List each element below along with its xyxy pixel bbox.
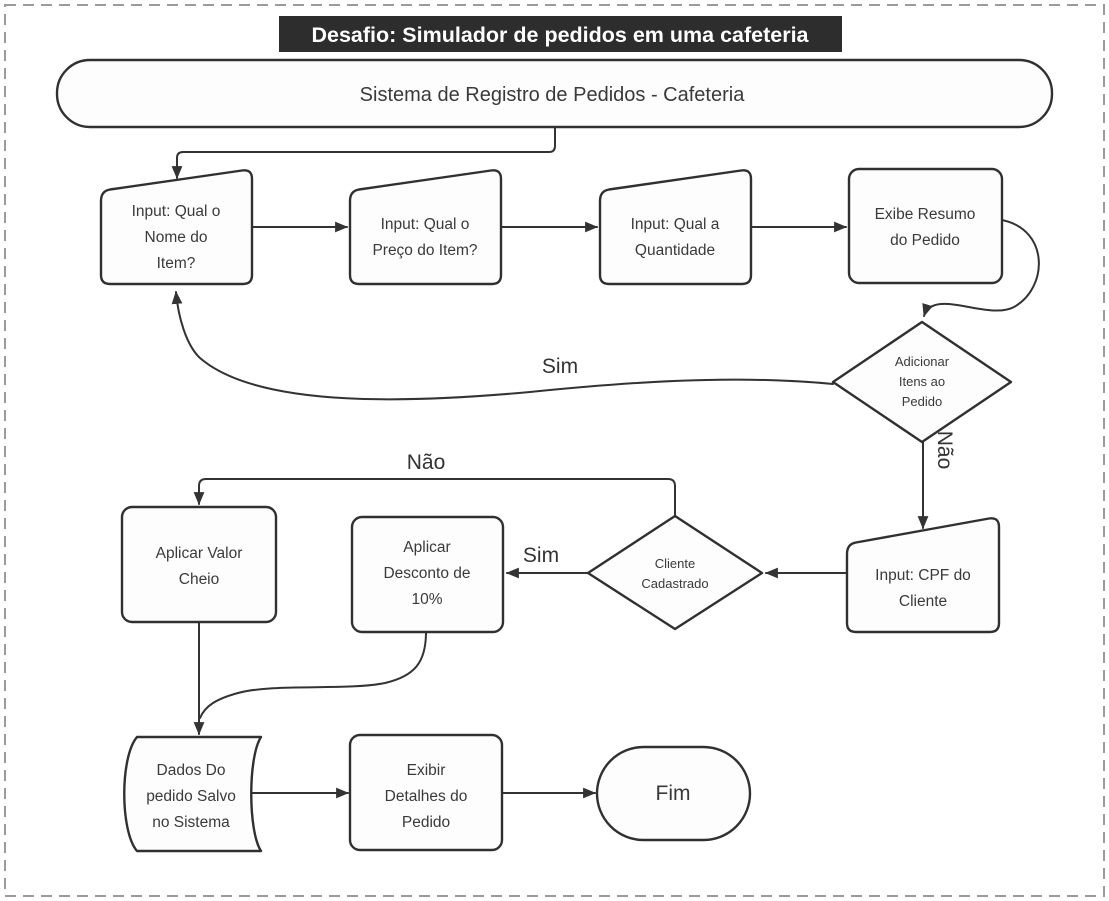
input-qtd-line2: Quantidade: [635, 242, 715, 259]
fim-shape: [595, 745, 752, 842]
edge-exibe-resumo-to-dec-adicionar: [922, 219, 1040, 318]
dados-salvos-shape: [123, 735, 263, 853]
exibe-resumo-shape: [847, 167, 1004, 285]
node-fim: Fim: [595, 745, 752, 842]
edge-sim-loop-to-input-nome: [171, 290, 834, 401]
edge-label-nao-down: Não: [933, 431, 956, 470]
edge-nao-to-aplicar-valor-cheio: [193, 478, 676, 517]
node-exibe-resumo: Exibe Resumo do Pedido: [847, 167, 1004, 285]
title-banner-background: [279, 16, 842, 52]
exibe-resumo-line2: do Pedido: [890, 232, 960, 249]
exibir-detalhes-line1: Exibir: [407, 762, 446, 779]
input-cpf-line2: Cliente: [899, 593, 947, 610]
start-shape: [55, 58, 1054, 129]
dec-adicionar-line1: Adicionar: [895, 354, 950, 369]
node-dec-adicionar: Adicionar Itens ao Pedido: [831, 320, 1013, 444]
dados-salvos-line3: no Sistema: [152, 814, 230, 831]
node-start: Sistema de Registro de Pedidos - Cafeter…: [55, 58, 1054, 129]
page-title: Desafio: Simulador de pedidos em uma caf…: [311, 23, 809, 47]
aplicar-desconto-shape: [350, 515, 505, 634]
aplicar-desconto-line3: 10%: [411, 591, 442, 608]
dados-salvos-line2: pedido Salvo: [146, 788, 236, 805]
edge-label-sim-desconto: Sim: [523, 544, 559, 567]
canvas-dashed-border: [4, 4, 1105, 897]
node-input-cpf: Input: CPF do Cliente: [845, 517, 1001, 634]
aplicar-valor-cheio-shape: [120, 505, 278, 624]
title-banner: Desafio: Simulador de pedidos em uma caf…: [279, 16, 842, 52]
input-nome-line1: Input: Qual o: [132, 203, 221, 220]
node-aplicar-desconto: Aplicar Desconto de 10%: [350, 515, 505, 634]
node-input-preco: Input: Qual o Preço do Item?: [348, 169, 503, 286]
edge-desconto-merge-to-dados-salvos: [199, 631, 427, 719]
dec-adicionar-shape: [831, 320, 1013, 444]
input-nome-shape: [99, 169, 254, 286]
exibe-resumo-line1: Exibe Resumo: [875, 206, 976, 223]
dec-cliente-line1: Cliente: [655, 556, 695, 571]
input-cpf-shape: [845, 517, 1001, 634]
input-preco-shape: [348, 169, 503, 286]
node-exibir-detalhes: Exibir Detalhes do Pedido: [348, 733, 504, 852]
node-dados-salvos: Dados Do pedido Salvo no Sistema: [123, 735, 263, 853]
input-preco-line1: Input: Qual o: [381, 216, 470, 233]
dec-cliente-line2: Cadastrado: [641, 576, 708, 591]
edge-start-to-input-nome: [171, 126, 556, 180]
fim-label: Fim: [656, 782, 691, 805]
start-label: Sistema de Registro de Pedidos - Cafeter…: [360, 84, 746, 106]
dec-adicionar-line3: Pedido: [902, 394, 942, 409]
input-qtd-shape: [598, 169, 753, 286]
dados-salvos-line1: Dados Do: [157, 762, 226, 779]
aplicar-valor-cheio-line1: Aplicar Valor: [156, 545, 243, 562]
node-input-nome: Input: Qual o Nome do Item?: [99, 169, 254, 286]
exibir-detalhes-shape: [348, 733, 504, 852]
aplicar-valor-cheio-line2: Cheio: [179, 571, 220, 588]
input-qtd-line1: Input: Qual a: [631, 216, 720, 233]
input-preco-line2: Preço do Item?: [372, 242, 477, 259]
aplicar-desconto-line1: Aplicar: [403, 539, 450, 556]
aplicar-desconto-line2: Desconto de: [383, 565, 470, 582]
dec-adicionar-line2: Itens ao: [899, 374, 945, 389]
exibir-detalhes-line3: Pedido: [402, 814, 450, 831]
node-input-qtd: Input: Qual a Quantidade: [598, 169, 753, 286]
edge-label-nao-valor-cheio: Não: [407, 451, 446, 474]
dec-cliente-shape: [586, 514, 764, 631]
input-cpf-line1: Input: CPF do: [875, 567, 971, 584]
edge-label-sim-loop: Sim: [542, 355, 578, 378]
node-aplicar-valor-cheio: Aplicar Valor Cheio: [120, 505, 278, 624]
node-dec-cliente: Cliente Cadastrado: [586, 514, 764, 631]
input-nome-line3: Item?: [157, 255, 196, 272]
input-nome-line2: Nome do: [145, 229, 208, 246]
edges: [171, 126, 1040, 799]
edge-labels: Sim Não Não Sim: [407, 355, 956, 567]
exibir-detalhes-line2: Detalhes do: [385, 788, 468, 805]
